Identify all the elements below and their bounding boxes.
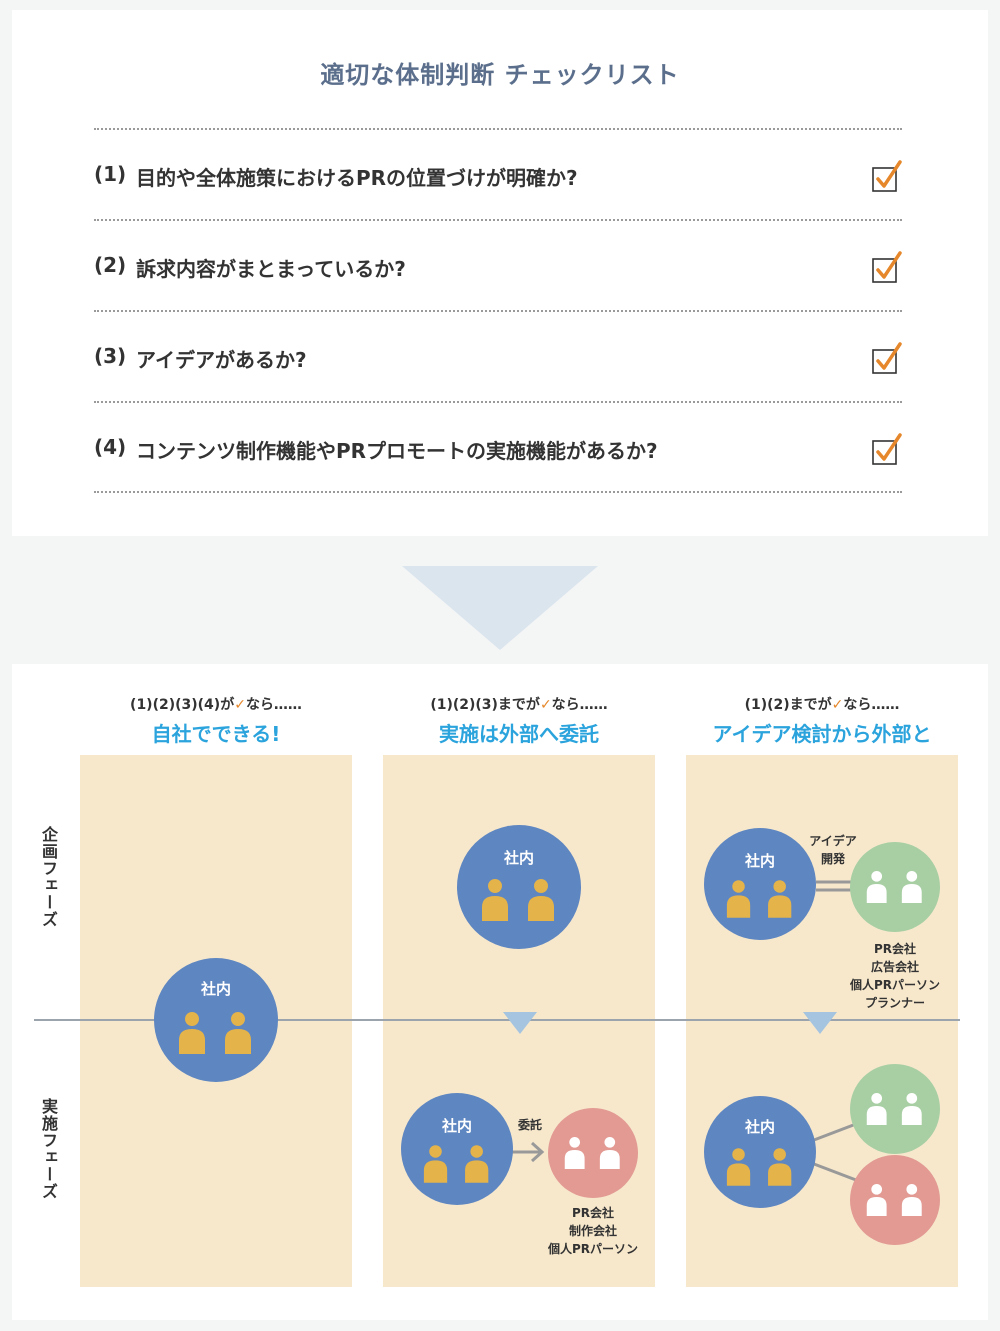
divider — [94, 310, 902, 312]
checklist-item: (3) アイデアがあるか? — [94, 326, 902, 386]
divider — [94, 128, 902, 130]
execution-phase-label: 実施フェーズ — [39, 1098, 58, 1200]
person-icon — [866, 1183, 922, 1217]
person-icon — [564, 1136, 620, 1170]
arrow-down-icon — [503, 1012, 537, 1034]
arrow-down-icon — [803, 1012, 837, 1034]
external-partners-list: PR会社 広告会社 個人PRパーソン プランナー — [849, 942, 941, 1010]
check-mark-icon: ✓ — [539, 697, 552, 713]
checkbox-checked-icon — [872, 433, 902, 465]
checklist-item: (1) 目的や全体施策におけるPRの位置づけが明確か? — [94, 144, 902, 204]
external-partner-circle — [548, 1108, 638, 1198]
condition-text: (1)(2)(3)までが✓なら…… — [430, 697, 608, 713]
person-icon — [726, 880, 792, 918]
checklist-panel: 適切な体制判断 チェックリスト (1) 目的や全体施策におけるPRの位置づけが明… — [12, 10, 988, 536]
person-icon — [423, 1145, 489, 1183]
internal-team-circle: 社内 — [401, 1093, 513, 1205]
person-icon — [179, 1012, 251, 1054]
circle-label: 社内 — [744, 1118, 775, 1136]
external-partner-circle — [850, 1155, 940, 1245]
item-number: (1) — [94, 162, 127, 186]
check-mark-icon: ✓ — [831, 697, 844, 713]
item-text: コンテンツ制作機能やPRプロモートの実施機能があるか? — [136, 439, 658, 463]
idea-development-label: アイデア 開発 — [809, 834, 857, 866]
planning-phase-label: 企画フェーズ — [39, 826, 58, 928]
internal-team-circle: 社内 — [704, 828, 816, 940]
circle-label: 社内 — [441, 1117, 472, 1135]
person-icon — [482, 879, 554, 921]
internal-team-circle: 社内 — [457, 825, 581, 949]
divider — [94, 219, 902, 221]
checklist-item: (2) 訴求内容がまとまっているか? — [94, 235, 902, 295]
circle-label: 社内 — [744, 852, 775, 870]
internal-team-circle: 社内 — [704, 1096, 816, 1208]
external-partner-circle — [850, 1064, 940, 1154]
person-icon — [726, 1148, 792, 1186]
circle-label: 社内 — [503, 849, 534, 867]
check-mark-icon: ✓ — [234, 697, 246, 713]
checkbox-checked-icon — [872, 160, 902, 192]
item-text: アイデアがあるか? — [136, 348, 307, 372]
column-headline: アイデア検討から外部と — [712, 722, 932, 746]
condition-text: (1)(2)までが✓なら…… — [744, 697, 900, 713]
checkbox-checked-icon — [872, 251, 902, 283]
item-text: 目的や全体施策におけるPRの位置づけが明確か? — [136, 166, 578, 190]
item-number: (3) — [94, 344, 127, 368]
person-icon — [866, 870, 922, 904]
checklist-title: 適切な体制判断 チェックリスト — [320, 60, 680, 89]
divider — [94, 401, 902, 403]
external-partners-list: PR会社 制作会社 個人PRパーソン — [547, 1206, 639, 1256]
divider — [94, 491, 902, 493]
delegate-label: 委託 — [517, 1118, 542, 1132]
checklist-item: (4) コンテンツ制作機能やPRプロモートの実施機能があるか? — [94, 417, 902, 477]
checkbox-checked-icon — [872, 342, 902, 374]
item-text: 訴求内容がまとまっているか? — [136, 257, 406, 281]
column-headline: 実施は外部へ委託 — [439, 722, 599, 746]
arrow-down-icon — [402, 566, 598, 650]
external-partner-circle — [850, 842, 940, 932]
condition-text: (1)(2)(3)(4)が✓なら…… — [130, 697, 302, 713]
person-icon — [866, 1092, 922, 1126]
phase-divider — [34, 1019, 960, 1021]
circle-label: 社内 — [200, 980, 231, 998]
internal-team-circle: 社内 — [154, 958, 278, 1082]
item-number: (4) — [94, 435, 127, 459]
column-headline: 自社でできる! — [151, 722, 281, 746]
item-number: (2) — [94, 253, 127, 277]
